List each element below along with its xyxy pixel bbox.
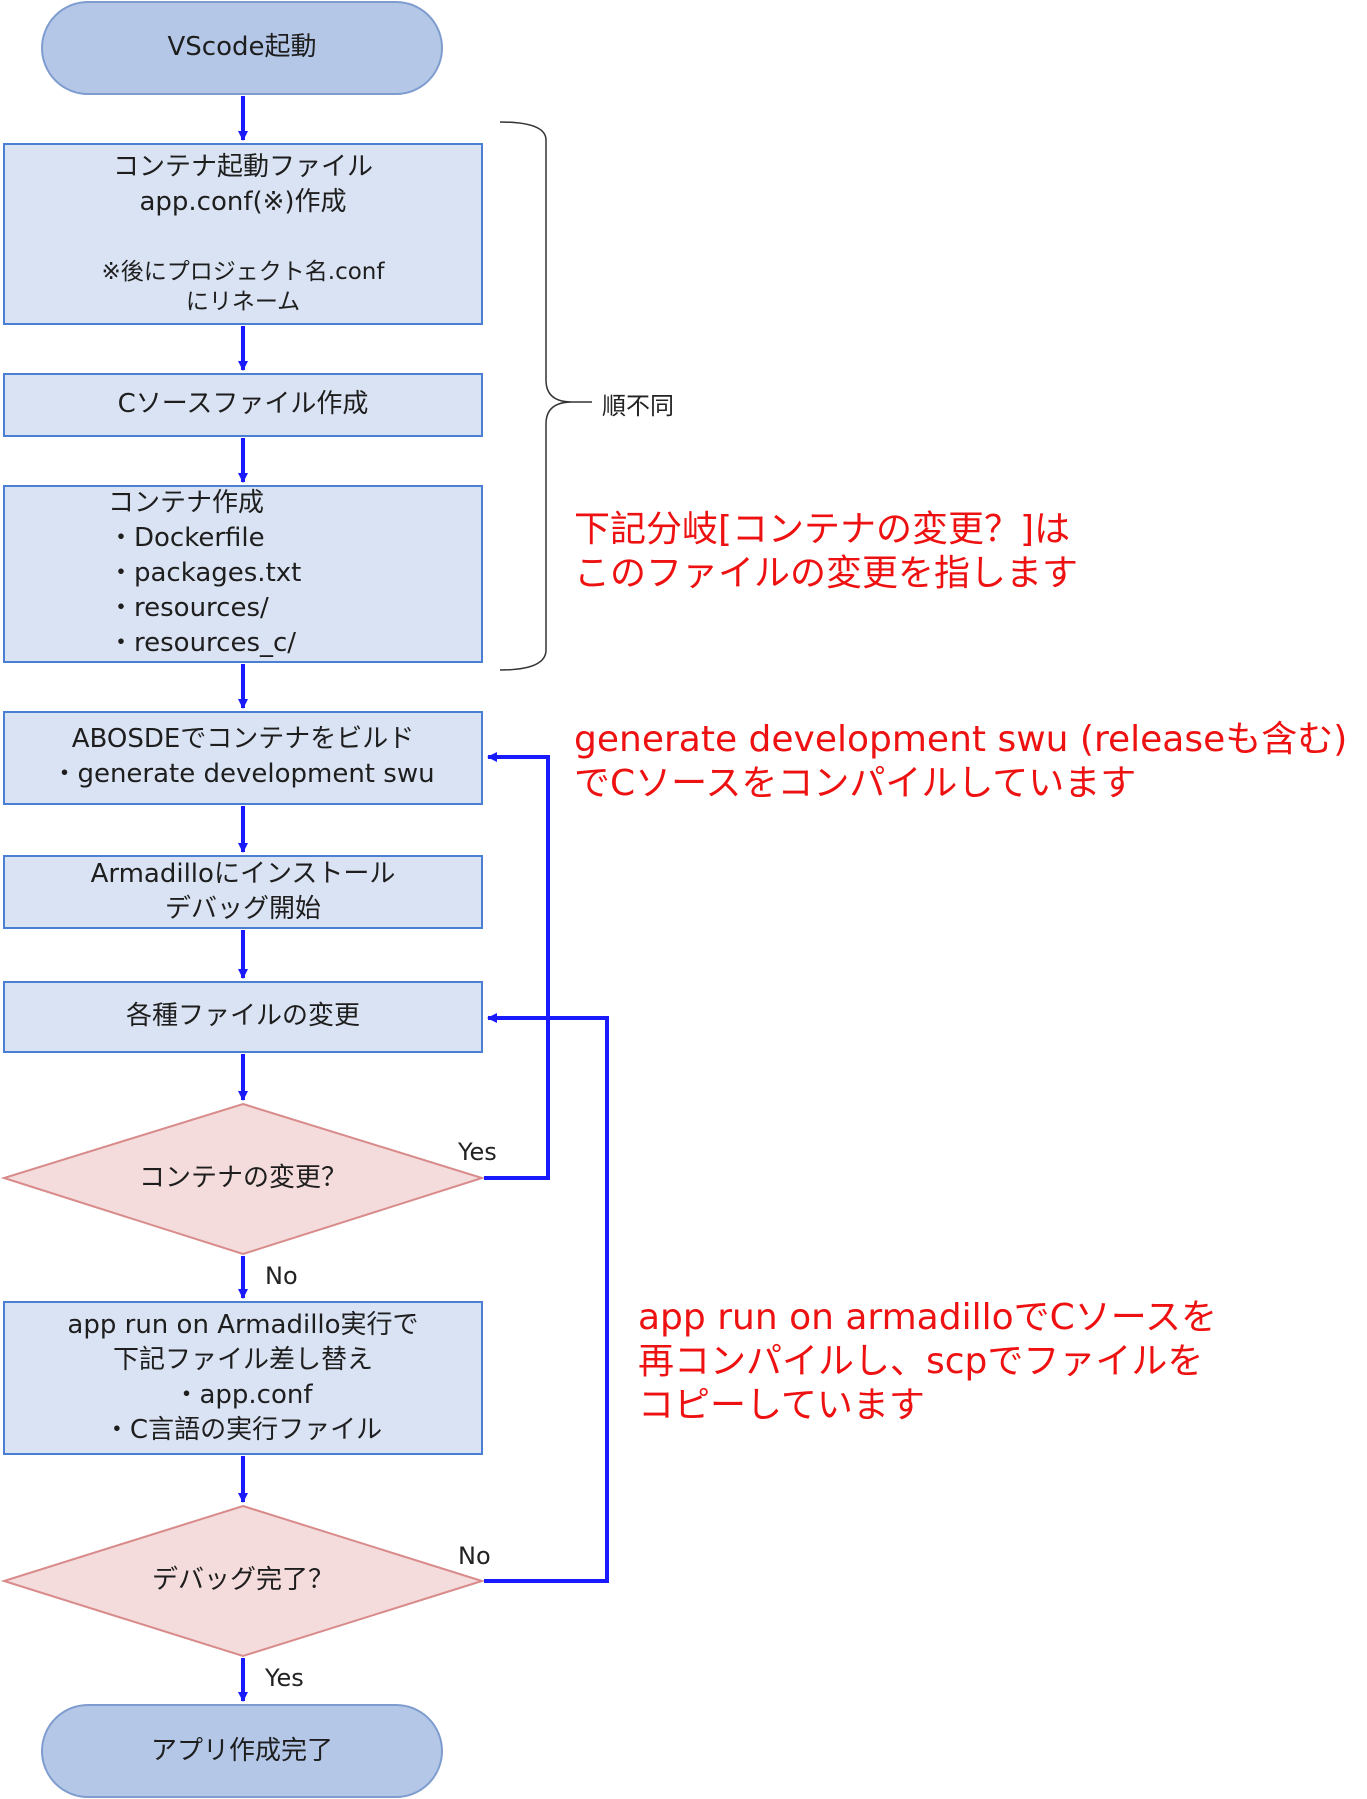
- config-file-box[interactable]: [3, 143, 483, 325]
- modify-label: 各種ファイルの変更: [125, 1001, 360, 1031]
- label-no-container: No: [265, 1262, 298, 1290]
- build-label: ABOSDEでコンテナをビルド ・generate development sw…: [51, 724, 435, 789]
- brace-unordered: [499, 121, 573, 671]
- label-unordered: 順不同: [602, 392, 674, 420]
- decision-debug-diamond[interactable]: [0, 1504, 486, 1658]
- decision-container-diamond[interactable]: [0, 1102, 486, 1256]
- app-run-label: app run on Armadillo実行で 下記ファイル差し替え ・app.…: [67, 1310, 419, 1445]
- note-build-compile: generate development swu (releaseも含む) でC…: [574, 719, 1348, 804]
- start-label: VScode起動: [167, 32, 317, 62]
- c-source-label: Cソースファイル作成: [117, 389, 369, 419]
- container-title: コンテナ作成: [108, 488, 265, 518]
- config-title-line2: app.conf(※)作成: [139, 187, 347, 217]
- label-yes-debug: Yes: [265, 1664, 304, 1692]
- container-create-box[interactable]: [3, 485, 483, 663]
- decision-container-label: コンテナの変更？: [138, 1163, 347, 1193]
- decision-debug-label: デバッグ完了？: [151, 1565, 334, 1595]
- install-box[interactable]: [3, 855, 483, 929]
- config-note: ※後にプロジェクト名.conf にリネーム: [101, 259, 385, 315]
- label-yes-container: Yes: [458, 1138, 497, 1166]
- note-apprun-recompile: app run on armadilloでCソースを 再コンパイルし、scpでフ…: [638, 1297, 1217, 1426]
- arrow-loop-yes-to-build: [484, 752, 550, 1180]
- note-branch-target: 下記分岐[コンテナの変更？]は このファイルの変更を指します: [574, 509, 1079, 594]
- end-terminal[interactable]: [41, 1704, 443, 1798]
- modify-box[interactable]: [3, 981, 483, 1053]
- app-run-box[interactable]: [3, 1301, 483, 1455]
- label-no-debug: No: [458, 1542, 491, 1570]
- build-box[interactable]: [3, 711, 483, 805]
- end-label: アプリ作成完了: [150, 1736, 333, 1766]
- start-terminal[interactable]: [41, 1, 443, 95]
- c-source-box[interactable]: [3, 373, 483, 437]
- arrow-loop-no-to-modify: [484, 1013, 609, 1583]
- config-title-line1: コンテナ起動ファイル: [112, 152, 373, 182]
- container-items: ・Dockerfile ・packages.txt ・resources/ ・r…: [108, 523, 302, 658]
- install-label: Armadilloにインストール デバッグ開始: [90, 859, 396, 924]
